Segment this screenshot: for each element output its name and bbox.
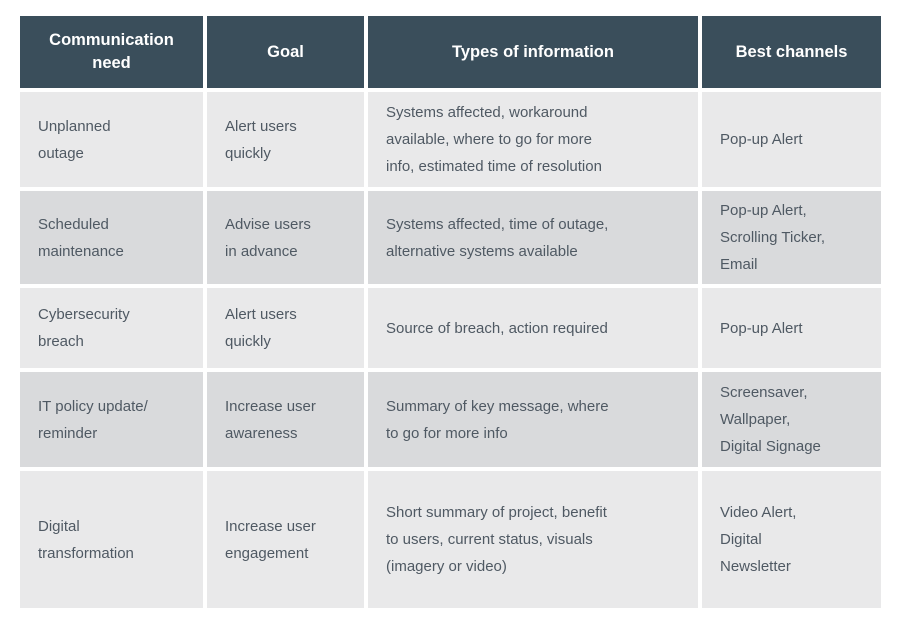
cell-need: Cybersecurity breach [20,288,203,368]
header-communication-need: Communication need [20,16,203,88]
cell-need: IT policy update/ reminder [20,372,203,467]
cell-info: Source of breach, action required [368,288,698,368]
cell-goal: Advise users in advance [207,191,364,284]
header-best-channels: Best channels [702,16,881,88]
cell-goal: Alert users quickly [207,92,364,187]
header-goal: Goal [207,16,364,88]
cell-goal: Increase user engagement [207,471,364,608]
cell-info: Short summary of project, benefit to use… [368,471,698,608]
cell-need: Unplanned outage [20,92,203,187]
cell-need: Scheduled maintenance [20,191,203,284]
cell-info: Systems affected, time of outage, altern… [368,191,698,284]
cell-channels: Pop-up Alert [702,288,881,368]
cell-channels: Pop-up Alert, Scrolling Ticker, Email [702,191,881,284]
cell-channels: Pop-up Alert [702,92,881,187]
cell-info: Summary of key message, where to go for … [368,372,698,467]
header-types-of-information: Types of information [368,16,698,88]
cell-channels: Video Alert, Digital Newsletter [702,471,881,608]
cell-goal: Alert users quickly [207,288,364,368]
cell-goal: Increase user awareness [207,372,364,467]
cell-need: Digital transformation [20,471,203,608]
cell-info: Systems affected, workaround available, … [368,92,698,187]
cell-channels: Screensaver, Wallpaper, Digital Signage [702,372,881,467]
communications-table: Communication need Goal Types of informa… [20,16,881,608]
